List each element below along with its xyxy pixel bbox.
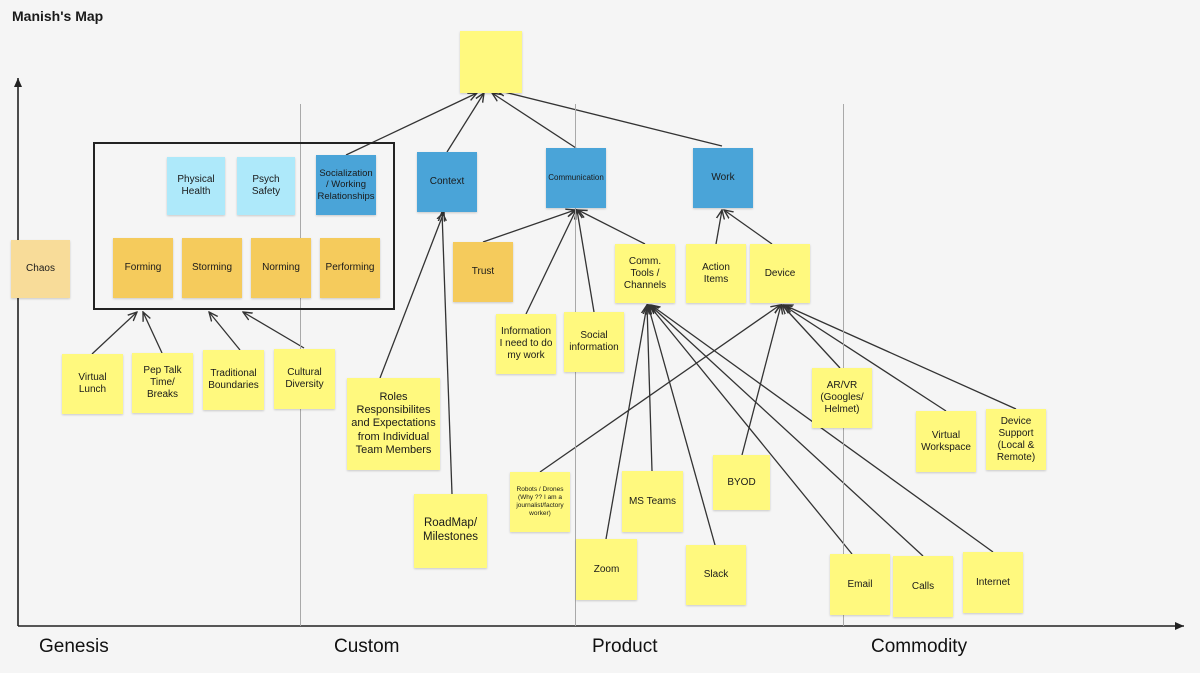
- note-communication[interactable]: Communication: [546, 148, 606, 208]
- note-social-info[interactable]: Social information: [564, 312, 624, 372]
- note-chaos[interactable]: Chaos: [11, 240, 70, 298]
- edge-trust-communication: [482, 210, 575, 243]
- edge-context-top: [446, 93, 484, 153]
- edge-social-communication: [577, 210, 595, 313]
- edge-peptalk-box: [143, 312, 163, 354]
- edge-work-top: [496, 90, 723, 147]
- edge-device-work: [724, 210, 773, 245]
- edge-roadmap-context: [442, 212, 453, 495]
- note-socialization[interactable]: Socialization / Working Relationships: [316, 155, 376, 215]
- edge-email-commtools: [649, 305, 853, 555]
- edge-roles-context: [379, 212, 444, 379]
- note-storming[interactable]: Storming: [182, 238, 242, 298]
- map-title: Manish's Map: [12, 8, 104, 24]
- note-action-items[interactable]: Action Items: [686, 244, 746, 303]
- stage-product: Product: [592, 636, 658, 657]
- note-forming[interactable]: Forming: [113, 238, 173, 298]
- note-top[interactable]: [460, 31, 522, 93]
- note-robots[interactable]: Robots / Drones (Why ?? I am a journalis…: [510, 472, 570, 532]
- stage-genesis: Genesis: [39, 636, 109, 657]
- edge-commtools-communication: [578, 210, 646, 245]
- edge-traditional-box: [209, 312, 241, 351]
- note-info-need[interactable]: Information I need to do my work: [496, 314, 556, 374]
- note-device-support[interactable]: Device Support (Local & Remote): [986, 409, 1046, 470]
- note-slack[interactable]: Slack: [686, 545, 746, 605]
- edge-calls-commtools: [650, 305, 924, 557]
- note-zoom[interactable]: Zoom: [576, 539, 637, 600]
- note-device[interactable]: Device: [750, 244, 810, 303]
- note-ms-teams[interactable]: MS Teams: [622, 471, 683, 532]
- note-calls[interactable]: Calls: [893, 556, 953, 617]
- edge-virtuallunch-box: [91, 312, 137, 355]
- team-group-frame: [93, 142, 395, 310]
- edge-actionitems-work: [715, 210, 722, 245]
- edge-zoom-commtools: [605, 305, 647, 540]
- edge-slack-commtools: [648, 305, 716, 546]
- note-trust[interactable]: Trust: [453, 242, 513, 302]
- note-context[interactable]: Context: [417, 152, 477, 212]
- note-cultural[interactable]: Cultural Diversity: [274, 349, 335, 409]
- note-roadmap[interactable]: RoadMap/ Milestones: [414, 494, 487, 568]
- divider-commodity: [843, 104, 844, 626]
- edge-cultural-box: [243, 312, 305, 349]
- edge-info-communication: [525, 210, 576, 315]
- note-physical-health[interactable]: Physical Health: [167, 157, 225, 215]
- edge-socialization-top: [345, 93, 477, 156]
- note-byod[interactable]: BYOD: [713, 455, 770, 510]
- note-pep-talk[interactable]: Pep Talk Time/ Breaks: [132, 353, 193, 413]
- edge-internet-commtools: [651, 305, 994, 553]
- note-work[interactable]: Work: [693, 148, 753, 208]
- edge-arvr-device: [782, 305, 841, 369]
- edge-virtualworkspace-device: [783, 305, 947, 412]
- note-internet[interactable]: Internet: [963, 552, 1023, 613]
- edge-byod-device: [741, 305, 781, 456]
- stage-custom: Custom: [334, 636, 400, 657]
- note-performing[interactable]: Performing: [320, 238, 380, 298]
- note-email[interactable]: Email: [830, 554, 890, 615]
- edge-devicesupport-device: [784, 305, 1017, 410]
- note-comm-tools[interactable]: Comm. Tools / Channels: [615, 244, 675, 303]
- note-virtual-lunch[interactable]: Virtual Lunch: [62, 354, 123, 414]
- edge-communication-top: [492, 93, 577, 149]
- note-arvr[interactable]: AR/VR (Googles/ Helmet): [812, 368, 872, 428]
- note-psych-safety[interactable]: Psych Safety: [237, 157, 295, 215]
- edge-msteams-commtools: [647, 305, 653, 472]
- stage-commodity: Commodity: [871, 636, 968, 657]
- note-virtual-workspace[interactable]: Virtual Workspace: [916, 411, 976, 472]
- note-norming[interactable]: Norming: [251, 238, 311, 298]
- edge-robots-device: [539, 305, 780, 473]
- note-traditional[interactable]: Traditional Boundaries: [203, 350, 264, 410]
- note-roles[interactable]: Roles Responsibilites and Expectations f…: [347, 378, 440, 470]
